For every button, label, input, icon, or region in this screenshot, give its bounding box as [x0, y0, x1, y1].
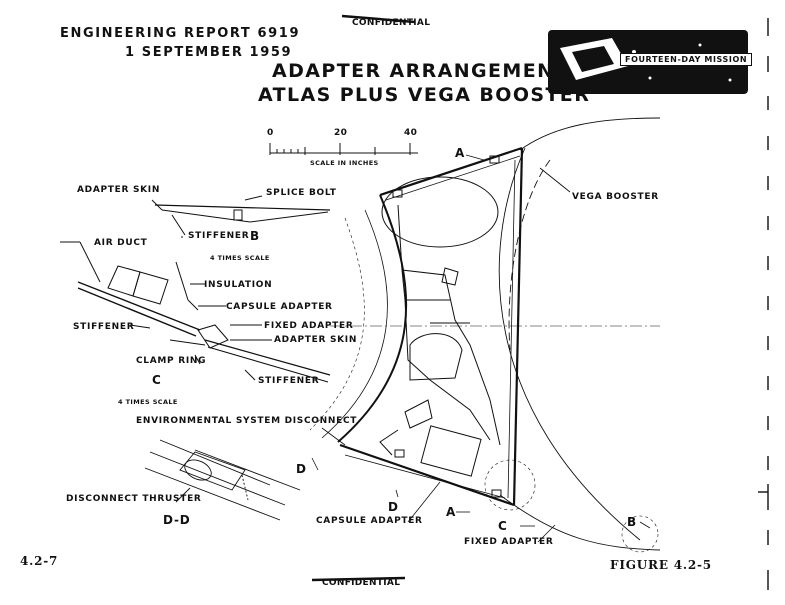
label-times-scale-b: 4 TIMES SCALE [210, 254, 270, 262]
label-adapter-skin-c: ADAPTER SKIN [274, 335, 358, 345]
scale-bar [269, 143, 418, 155]
callout-circle-b [621, 515, 659, 553]
scale-tick-0: 0 [267, 128, 274, 138]
title-line-2: ATLAS PLUS VEGA BOOSTER [258, 84, 591, 106]
label-view-b: B [250, 229, 260, 243]
classification-bottom: CONFIDENTIAL [322, 578, 401, 588]
vega-booster-outline [498, 117, 661, 551]
label-fixed-adapter: FIXED ADAPTER [264, 321, 354, 331]
label-clamp-ring: CLAMP RING [136, 356, 207, 366]
classification-top: CONFIDENTIAL [352, 18, 431, 28]
label-view-c: C [152, 373, 162, 387]
report-date: 1 SEPTEMBER 1959 [125, 45, 293, 60]
scale-tick-40: 40 [404, 128, 418, 138]
label-callout-c: C [498, 519, 508, 533]
label-callout-b: B [627, 515, 637, 529]
label-air-duct: AIR DUCT [94, 238, 148, 248]
label-section-d-upper: D [296, 462, 307, 476]
label-adapter-skin: ADAPTER SKIN [77, 185, 161, 195]
label-splice-bolt: SPLICE BOLT [266, 188, 337, 198]
main-adapter-section [309, 146, 524, 507]
page-number: 4.2-7 [20, 554, 59, 568]
label-stiffener-c: STIFFENER [258, 376, 320, 386]
scale-caption: SCALE IN INCHES [310, 159, 379, 167]
detail-c [60, 241, 331, 383]
label-section-a-top: A [455, 146, 466, 160]
leader-lines [311, 154, 651, 543]
mission-badge: FOURTEEN-DAY MISSION [620, 53, 753, 66]
label-times-scale-c: 4 TIMES SCALE [118, 398, 178, 406]
label-fixed-adapter-bottom: FIXED ADAPTER [464, 537, 554, 547]
label-capsule-adapter: CAPSULE ADAPTER [226, 302, 333, 312]
label-section-a-bottom: A [446, 505, 457, 519]
detail-b [151, 195, 331, 238]
label-section-d-lower: D [388, 500, 399, 514]
detail-dd [144, 439, 301, 521]
margin-marks [758, 18, 769, 590]
title-line-1: ADAPTER ARRANGEMENT [272, 60, 569, 82]
scale-tick-20: 20 [334, 128, 348, 138]
label-stiffener-left: STIFFENER [73, 322, 135, 332]
label-capsule-adapter-bottom: CAPSULE ADAPTER [316, 516, 423, 526]
callout-circle-c [484, 459, 536, 511]
label-stiffener-b: STIFFENER [188, 231, 250, 241]
label-insulation: INSULATION [204, 280, 273, 290]
label-environmental-system-disconnect: ENVIRONMENTAL SYSTEM DISCONNECT [136, 416, 358, 426]
report-number: ENGINEERING REPORT 6919 [60, 26, 301, 41]
label-vega-booster: VEGA BOOSTER [572, 192, 659, 202]
label-view-dd: D-D [163, 513, 191, 527]
figure-number: FIGURE 4.2-5 [610, 558, 712, 572]
label-disconnect-thruster: DISCONNECT THRUSTER [66, 494, 202, 504]
